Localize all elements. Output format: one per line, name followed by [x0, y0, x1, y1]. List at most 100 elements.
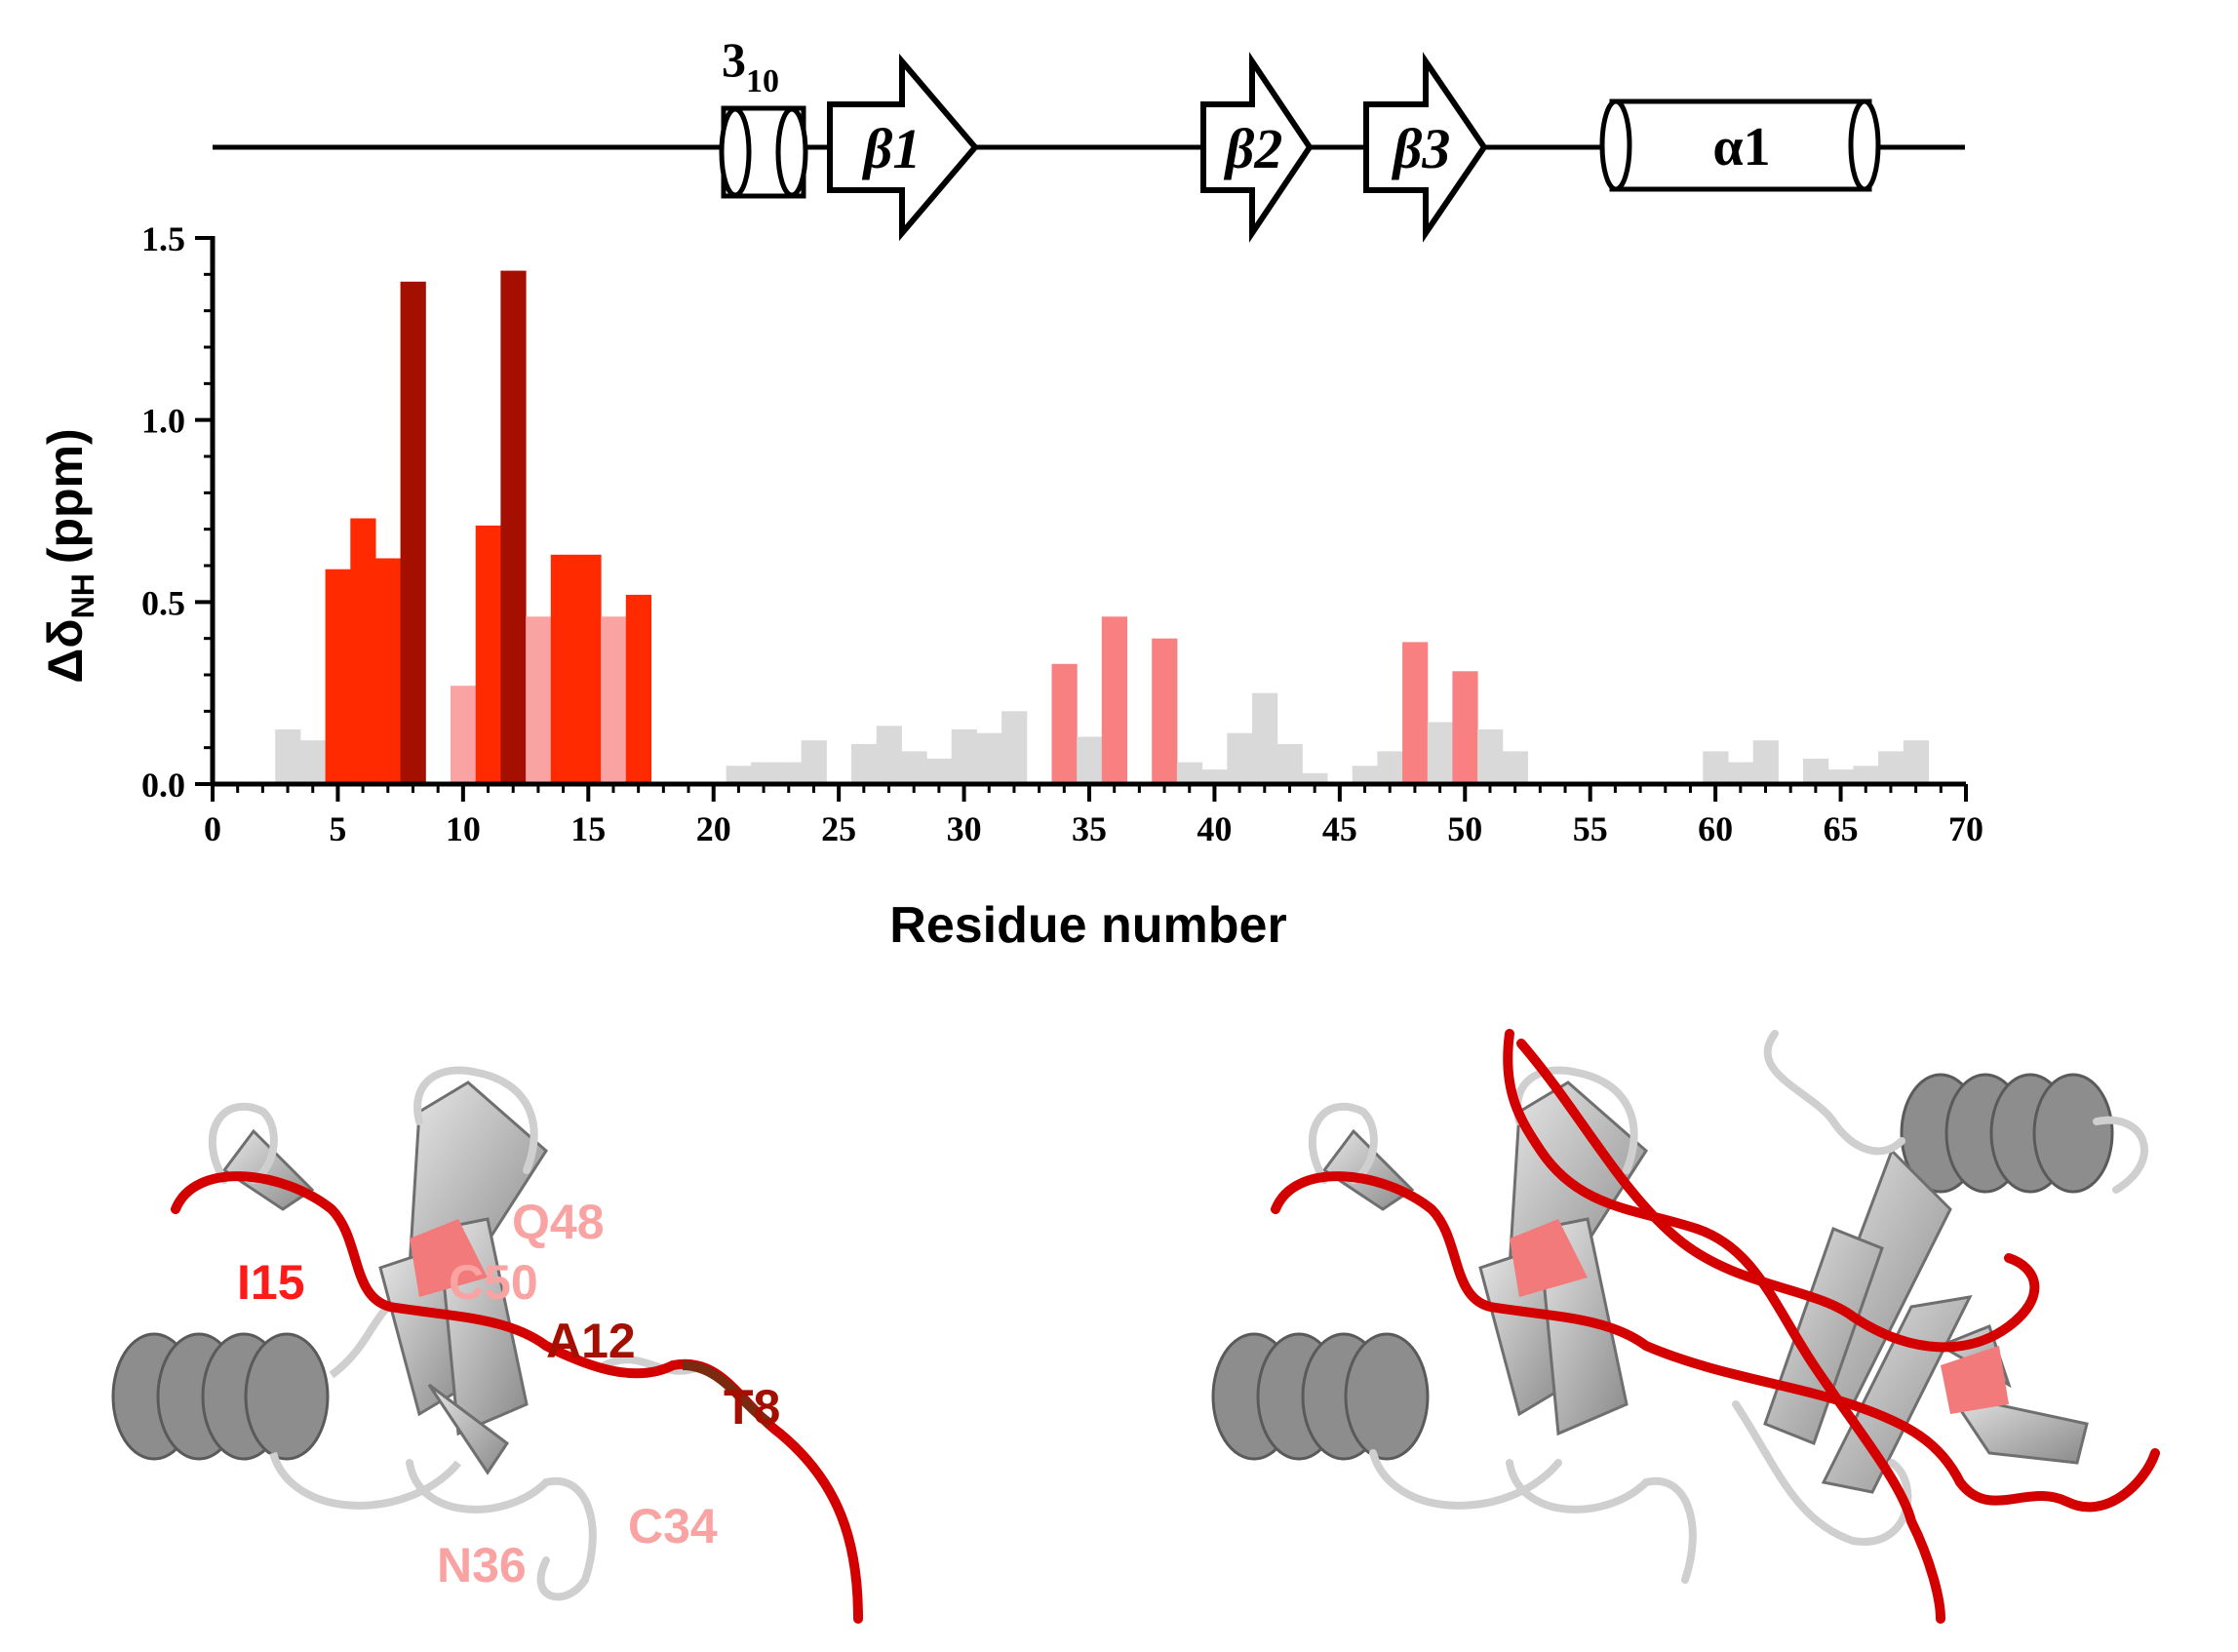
- bar-residue-60: [1703, 751, 1729, 784]
- bar-residue-49: [1427, 722, 1453, 784]
- y-tick-label-1: 0.5: [141, 583, 185, 622]
- structure-right-peptide-3: [1503, 1029, 1945, 1624]
- strand-b1-label: β1: [862, 117, 922, 180]
- label-q48: Q48: [512, 1195, 605, 1249]
- bar-residue-28: [901, 751, 927, 784]
- x-tick-label-30: 30: [947, 809, 982, 848]
- bar-residue-14: [550, 554, 576, 784]
- bar-residue-21: [726, 766, 752, 784]
- structure-right-peptide-1: [1271, 1171, 2160, 1513]
- y-tick-label-0: 0.0: [141, 766, 185, 805]
- bar-residue-22: [751, 762, 777, 784]
- bar-residue-24: [801, 740, 827, 784]
- bar-residue-26: [851, 743, 878, 784]
- bar-residue-13: [526, 616, 552, 784]
- bar-residue-16: [601, 616, 627, 784]
- x-tick-label-20: 20: [696, 809, 731, 848]
- bar-residue-23: [775, 762, 803, 784]
- label-n36: N36: [437, 1538, 527, 1593]
- bar-residue-44: [1302, 772, 1328, 784]
- bar-residue-30: [951, 729, 977, 784]
- bar-residue-3: [275, 729, 301, 784]
- axes-layer: 0 5 10 15 20 25 30 35 40 45 50 55 60 65 70 0.0 0.5 1.0 1.5: [141, 219, 1983, 848]
- protein-structure-left: Q48 I15 C50 A12 T8 C34 N36: [111, 1066, 863, 1624]
- x-axis-label: Residue number: [889, 897, 1286, 954]
- bar-residue-52: [1502, 751, 1528, 784]
- x-tick-label-65: 65: [1824, 809, 1859, 848]
- bar-residue-64: [1803, 758, 1829, 784]
- bar-residue-66: [1853, 766, 1879, 784]
- x-tick-label-35: 35: [1072, 809, 1107, 848]
- bar-residue-41: [1227, 732, 1253, 784]
- bar-residue-15: [575, 554, 602, 784]
- bar-residue-61: [1728, 762, 1754, 784]
- bar-residue-7: [375, 558, 402, 784]
- x-tick-label-40: 40: [1197, 809, 1232, 848]
- bar-residue-39: [1176, 762, 1203, 784]
- label-a12: A12: [546, 1314, 636, 1368]
- x-tick-label-55: 55: [1573, 809, 1608, 848]
- bar-residue-27: [876, 726, 902, 784]
- structure-left-peptide: [171, 1171, 863, 1624]
- bars-layer: [275, 270, 1929, 785]
- topology-strand-b2: β2: [1200, 52, 1314, 243]
- bar-residue-10: [451, 686, 477, 784]
- structure-right-peptide-2: [1516, 1039, 2040, 1353]
- bar-chart: 0 5 10 15 20 25 30 35 40 45 50 55 60 65 70 0.0 0.5 1.0 1.5…: [38, 219, 1983, 954]
- x-tick-label-50: 50: [1447, 809, 1482, 848]
- topology-diagram: 310 β1 β2 β3 α1: [213, 32, 1965, 243]
- y-tick-label-2: 1.0: [141, 402, 185, 441]
- x-tick-label-5: 5: [329, 809, 346, 848]
- structure-left-helix: [111, 1332, 330, 1461]
- strand-b2-label: β2: [1224, 117, 1283, 180]
- bar-residue-17: [625, 594, 651, 784]
- x-tick-label-60: 60: [1698, 809, 1733, 848]
- bar-residue-31: [976, 732, 1002, 784]
- x-tick-label-45: 45: [1322, 809, 1357, 848]
- bar-residue-8: [400, 281, 426, 784]
- bar-residue-35: [1077, 736, 1103, 784]
- bar-residue-42: [1252, 692, 1278, 784]
- helix-310-label: 310: [722, 32, 779, 99]
- bar-residue-32: [1001, 711, 1028, 784]
- bar-residue-29: [926, 758, 953, 784]
- label-t8: T8: [724, 1380, 780, 1435]
- bar-residue-50: [1452, 671, 1478, 784]
- y-tick-label-3: 1.5: [141, 219, 185, 258]
- bar-residue-48: [1402, 642, 1429, 784]
- bar-residue-40: [1201, 769, 1228, 784]
- protein-structure-right: [1211, 1029, 2160, 1624]
- x-tick-label-25: 25: [821, 809, 856, 848]
- bar-residue-38: [1152, 638, 1178, 784]
- bar-residue-65: [1827, 769, 1854, 784]
- bar-residue-4: [299, 740, 327, 784]
- bar-residue-5: [325, 569, 351, 784]
- topology-strand-b1: β1: [827, 53, 979, 242]
- bar-residue-36: [1101, 616, 1127, 784]
- x-tick-label-0: 0: [204, 809, 221, 848]
- x-tick-label-70: 70: [1948, 809, 1983, 848]
- bar-residue-68: [1903, 740, 1929, 784]
- y-axis-label: ΔδNH(ppm): [38, 428, 100, 683]
- label-c50: C50: [449, 1255, 538, 1310]
- bar-residue-67: [1878, 751, 1904, 784]
- bar-residue-62: [1752, 740, 1779, 784]
- bar-residue-43: [1276, 743, 1303, 784]
- bar-residue-34: [1051, 663, 1078, 784]
- bar-residue-12: [500, 270, 527, 785]
- bar-residue-46: [1352, 766, 1378, 784]
- label-i15: I15: [237, 1255, 305, 1310]
- bar-residue-6: [350, 518, 376, 784]
- helix-a1-label: α1: [1712, 117, 1770, 177]
- strand-b3-label: β3: [1392, 117, 1451, 180]
- topology-strand-b3: β3: [1363, 52, 1488, 243]
- x-tick-label-10: 10: [446, 809, 481, 848]
- bar-residue-47: [1377, 751, 1403, 784]
- bar-residue-11: [475, 525, 501, 784]
- bar-residue-51: [1477, 729, 1504, 784]
- x-tick-label-15: 15: [570, 809, 606, 848]
- label-c34: C34: [628, 1499, 718, 1554]
- topology-helix-a1: α1: [1599, 98, 1881, 192]
- topology-helix-310: 310: [719, 32, 808, 199]
